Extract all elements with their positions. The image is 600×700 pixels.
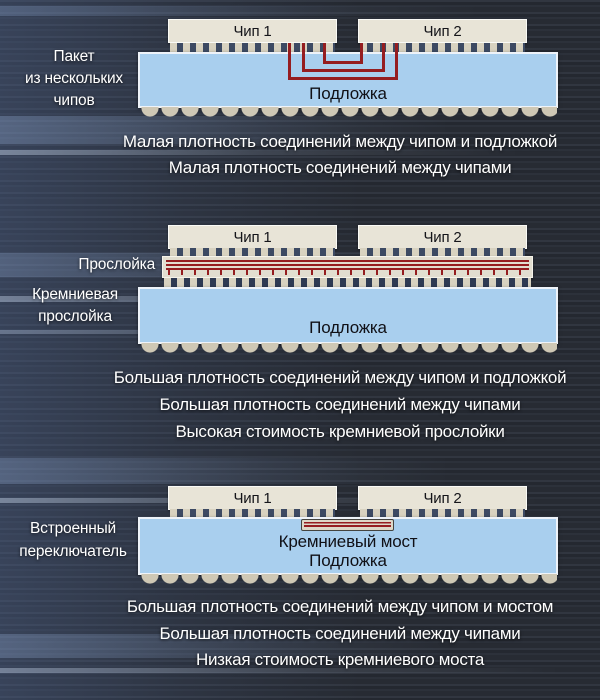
chip-2: Чип 2 [358, 486, 527, 510]
chip-1: Чип 1 [168, 486, 337, 510]
wiring-trace-middle [302, 43, 385, 72]
caption-line: Высокая стоимость кремниевой прослойки [175, 422, 505, 441]
silicon-bridge-stripes [304, 522, 391, 528]
silicon-bridge [301, 519, 394, 531]
side-label-line: прослойка [38, 308, 112, 325]
substrate-label: Подложка [309, 84, 387, 103]
wiring-trace-outer [288, 43, 398, 80]
background-streak [0, 458, 600, 484]
side-label-line: из нескольких [25, 70, 123, 87]
side-label-line: переключатель [19, 543, 127, 560]
background-streak [0, 6, 600, 16]
side-label-line: чипов [53, 92, 95, 109]
microbump-row [170, 248, 335, 256]
microbump-row [360, 248, 525, 256]
solder-ball-row [140, 107, 557, 120]
interposer [162, 256, 533, 278]
solder-ball-row [140, 343, 557, 356]
wiring-trace-inner [323, 43, 363, 64]
side-label-silicon-interposer: Кремниевая прослойка [0, 284, 150, 328]
caption-line: Большая плотность соединений между чипом… [126, 597, 554, 616]
caption-line: Низкая стоимость кремниевого моста [196, 650, 484, 669]
interposer-pointer-label: Прослойка [78, 256, 155, 273]
caption-line: Большая плотность соединений между чипам… [159, 624, 521, 643]
caption-line: Малая плотность соединений между чипом и… [122, 132, 558, 151]
chip-2: Чип 2 [358, 225, 527, 249]
microbump-row [164, 278, 531, 287]
interposer-tsv-lines [168, 269, 527, 275]
microbump-row [360, 43, 525, 52]
caption-line: Малая плотность соединений между чипами [168, 158, 512, 177]
side-label-line: Пакет [53, 48, 95, 65]
solder-ball-row [140, 574, 557, 587]
substrate-label: Подложка [309, 551, 387, 570]
side-label-embedded-switch: Встроенный переключатель [0, 517, 146, 563]
substrate-label: Подложка [309, 318, 387, 337]
caption-line: Большая плотность соединений между чипам… [159, 395, 521, 414]
chip-1: Чип 1 [168, 19, 337, 43]
microbump-row [360, 509, 525, 517]
chip-2: Чип 2 [358, 19, 527, 43]
side-label-line: Кремниевая [32, 286, 118, 303]
microbump-row [170, 509, 335, 517]
interposer-routing-lines [166, 260, 529, 270]
caption-line: Большая плотность соединений между чипом… [113, 368, 567, 387]
side-label-line: Встроенный [30, 520, 116, 537]
silicon-bridge-label: Кремниевый мост [278, 532, 418, 551]
chip-1: Чип 1 [168, 225, 337, 249]
microbump-row [170, 43, 335, 52]
side-label-multichip-package: Пакет из нескольких чипов [2, 46, 146, 112]
